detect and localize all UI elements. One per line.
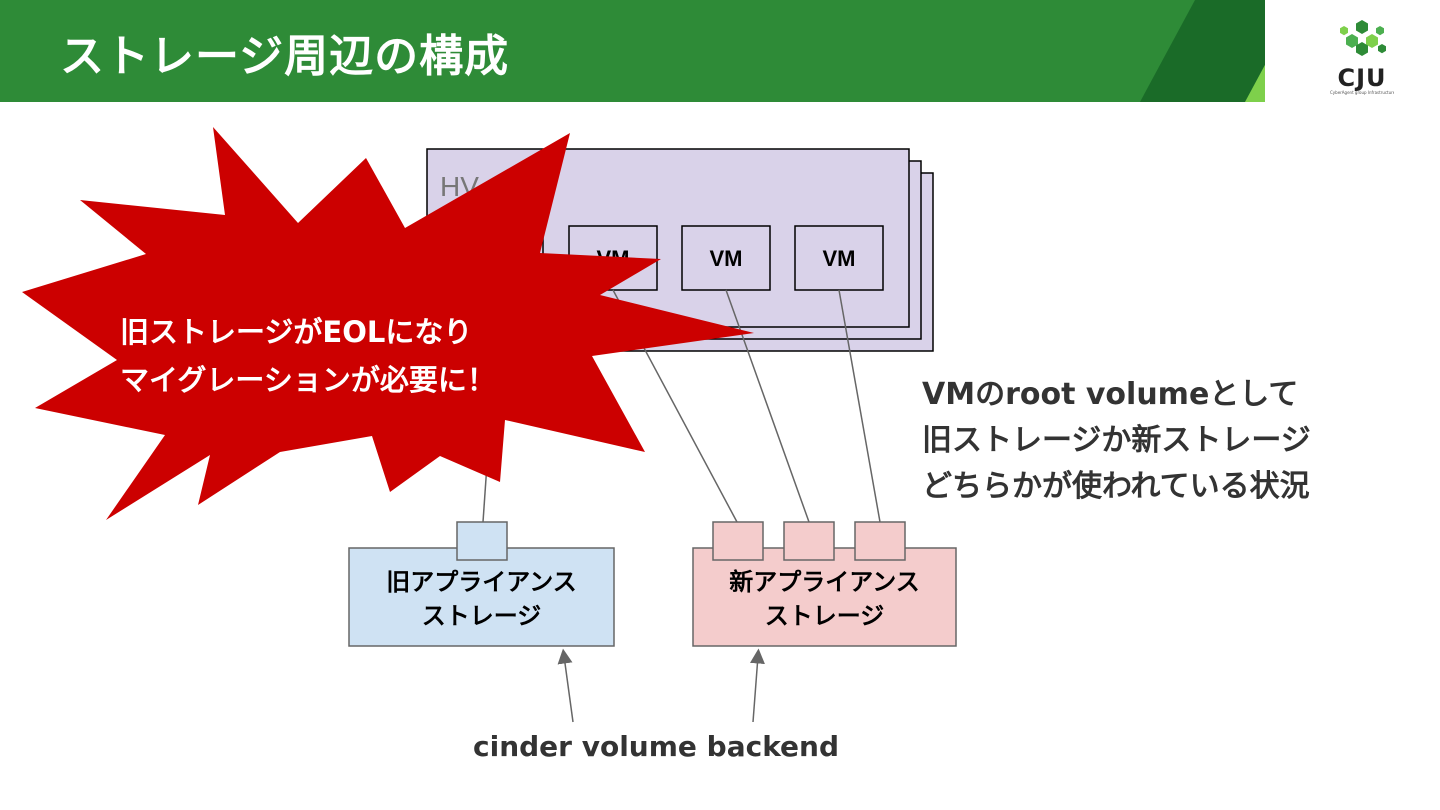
accent-stripe-dark xyxy=(1140,0,1300,102)
backend-label: cinder volume backend xyxy=(473,730,840,763)
new-storage-port xyxy=(854,521,906,561)
vm-label: VM xyxy=(823,246,856,271)
vm-label: VM xyxy=(710,246,743,271)
page-title: ストレージ周辺の構成 xyxy=(60,31,510,82)
old-storage-label: 旧アプライアンス ストレージ xyxy=(386,568,577,630)
alert-text: 旧ストレージがEOLになり マイグレーションが必要に！ xyxy=(120,315,496,397)
header-accent-stripes xyxy=(1140,0,1440,102)
side-note: VMのroot volumeとして 旧ストレージか新ストレージ どちらかが使われ… xyxy=(922,377,1311,504)
old-storage-box xyxy=(348,547,615,647)
new-storage-box xyxy=(692,547,957,647)
connector-line xyxy=(838,289,881,523)
old-storage-port xyxy=(456,521,508,561)
new-storage-port xyxy=(712,521,764,561)
backend-arrow xyxy=(749,648,765,723)
vm-box xyxy=(681,225,771,291)
new-storage-port xyxy=(783,521,835,561)
hexagon-cluster-icon xyxy=(1340,20,1386,56)
logo-subtext: CyberAgent group Infrastructure Unit xyxy=(1330,90,1394,95)
backend-arrow xyxy=(557,648,574,723)
new-storage-label: 新アプライアンス ストレージ xyxy=(729,568,920,630)
alert-burst-shape xyxy=(22,127,754,520)
cju-logo: CJU CyberAgent group Infrastructure Unit xyxy=(1322,14,1402,95)
vm-box xyxy=(794,225,884,291)
connector-line xyxy=(725,289,810,523)
logo-text: CJU xyxy=(1337,64,1387,92)
